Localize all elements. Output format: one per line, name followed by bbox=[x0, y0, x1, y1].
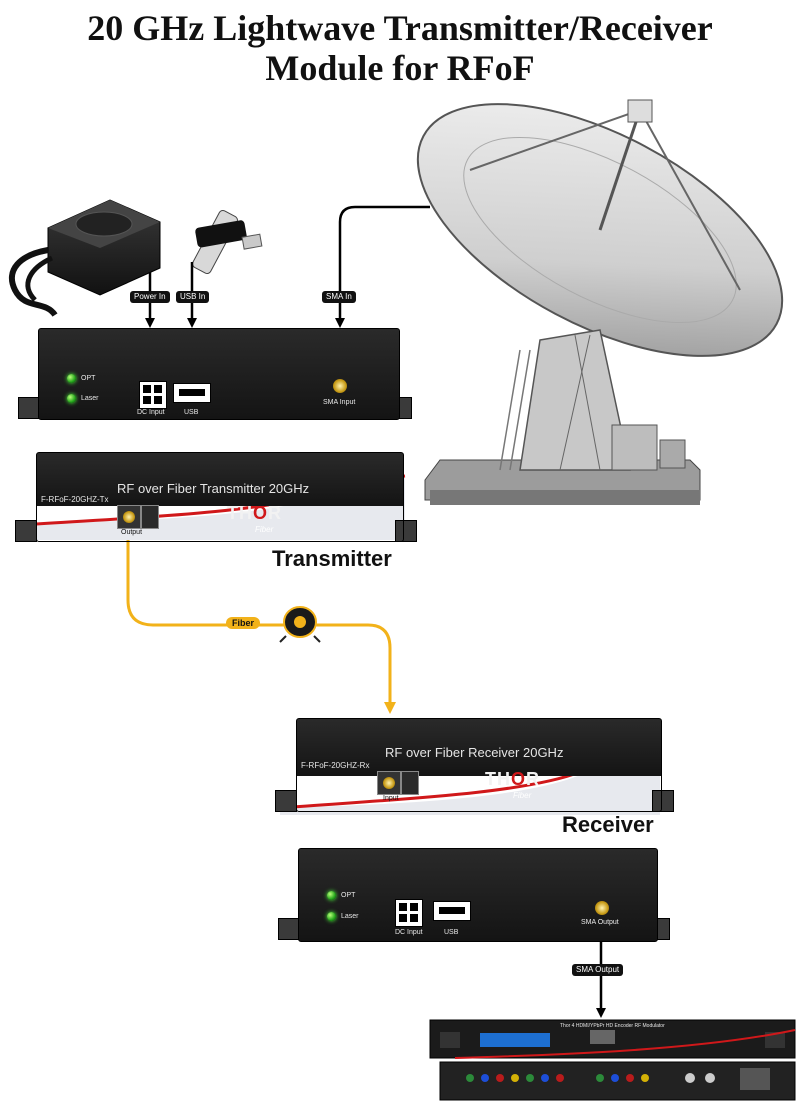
opt-label-rx: OPT bbox=[341, 892, 356, 899]
receiver-front-title: RF over Fiber Receiver 20GHz bbox=[385, 745, 564, 760]
title-line-2: Module for RFoF bbox=[265, 48, 535, 88]
fiber-tag: Fiber bbox=[226, 617, 261, 629]
dc-input-port-icon-rx bbox=[395, 899, 423, 927]
encoder-title: Thor 4 HDMI/YPbPr HD Encoder RF Modulato… bbox=[560, 1023, 665, 1029]
usb-port-icon bbox=[173, 383, 211, 403]
opt-led-icon bbox=[67, 374, 76, 383]
dc-input-port-icon bbox=[139, 381, 167, 409]
power-in-tag: Power In bbox=[130, 291, 170, 303]
receiver-model: F-RFoF-20GHZ-Rx bbox=[301, 761, 370, 770]
laser-led-icon bbox=[67, 394, 76, 403]
laser-led-icon-rx bbox=[327, 912, 336, 921]
input-cables bbox=[145, 205, 430, 328]
power-supply-icon bbox=[8, 199, 161, 317]
usb-label-rx: USB bbox=[444, 929, 459, 936]
sma-input-label: SMA Input bbox=[323, 399, 356, 406]
usb-stick-icon bbox=[192, 209, 263, 275]
satellite-dish-icon bbox=[416, 99, 784, 505]
transmitter-front-box: RF over Fiber Transmitter 20GHz F-RFoF-2… bbox=[36, 452, 404, 542]
sma-output-tag: SMA Output bbox=[572, 964, 624, 976]
opt-led-icon-rx bbox=[327, 891, 336, 900]
page-title: 20 GHz Lightwave Transmitter/Receiver Mo… bbox=[0, 8, 800, 88]
transmitter-label: Transmitter bbox=[272, 546, 392, 571]
laser-label: Laser bbox=[81, 395, 99, 402]
output-port-icon bbox=[117, 505, 141, 529]
usb-port-icon-rx bbox=[433, 901, 471, 921]
usb-label: USB bbox=[184, 409, 199, 416]
receiver-front-box: RF over Fiber Receiver 20GHz F-RFoF-20GH… bbox=[296, 718, 662, 812]
sma-input-connector-icon bbox=[333, 379, 347, 393]
thor-brand-logo-rx: THOR bbox=[485, 769, 541, 789]
output-cable bbox=[596, 940, 606, 1018]
transmitter-rear-box: OPT Laser DC Input USB SMA Input bbox=[38, 328, 400, 420]
input-port-icon bbox=[377, 771, 401, 795]
transmitter-front-title: RF over Fiber Transmitter 20GHz bbox=[117, 481, 310, 496]
dc-input-label-rx: DC Input bbox=[395, 929, 423, 936]
input-label: Input bbox=[383, 795, 399, 802]
thor-brand-logo: THOR bbox=[227, 503, 283, 523]
sma-output-connector-icon bbox=[595, 901, 609, 915]
output-label: Output bbox=[121, 529, 143, 536]
sma-output-label: SMA Output bbox=[581, 919, 619, 926]
fiber-cable bbox=[126, 540, 396, 714]
title-line-1: 20 GHz Lightwave Transmitter/Receiver bbox=[87, 8, 713, 48]
dc-input-label: DC Input bbox=[137, 409, 165, 416]
sma-in-tag: SMA In bbox=[322, 291, 356, 303]
transmitter-model: F-RFoF-20GHZ-Tx bbox=[41, 495, 109, 504]
receiver-label: Receiver bbox=[562, 812, 654, 837]
receiver-rear-box: OPT Laser DC Input USB SMA Output bbox=[298, 848, 658, 942]
laser-label-rx: Laser bbox=[341, 913, 359, 920]
fiber-brand-sub-rx: Fiber bbox=[513, 791, 532, 800]
usb-in-tag: USB In bbox=[176, 291, 210, 303]
opt-label: OPT bbox=[81, 375, 96, 382]
fiber-brand-sub: Fiber bbox=[255, 525, 274, 534]
encoder-device-icon bbox=[429, 1019, 796, 1101]
